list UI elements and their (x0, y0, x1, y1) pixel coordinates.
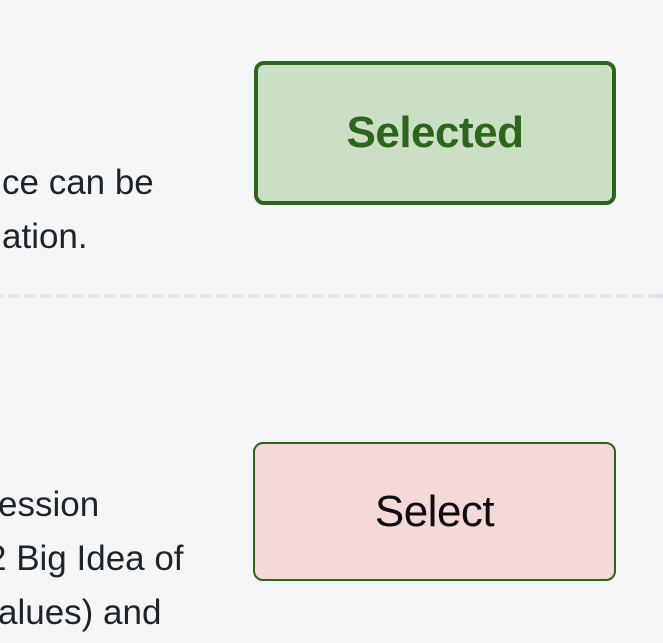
item-text-line: ession (0, 485, 100, 524)
item-text-line: ce can be (2, 163, 154, 202)
row-divider (0, 294, 663, 298)
item-description: ession 2 Big Idea of alues) and (0, 478, 184, 640)
item-text-line: ation. (2, 217, 88, 256)
select-button[interactable]: Select (253, 442, 616, 581)
item-description: ce can be ation. (2, 156, 154, 264)
item-text-line: alues) and (0, 593, 162, 632)
item-text-line: 2 Big Idea of (0, 539, 184, 578)
selected-button[interactable]: Selected (254, 61, 616, 205)
